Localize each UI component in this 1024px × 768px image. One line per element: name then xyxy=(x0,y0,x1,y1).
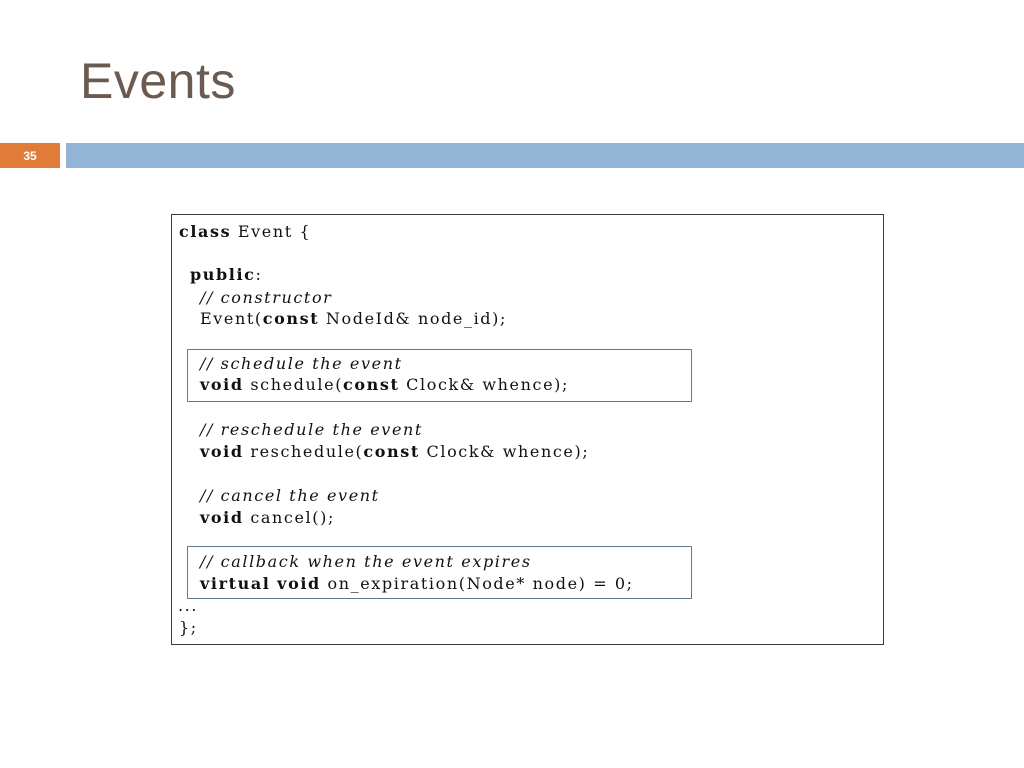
code-text: }; xyxy=(179,618,198,637)
code-keyword: const xyxy=(343,375,400,394)
code-keyword: void xyxy=(200,375,244,394)
code-text: on_expiration(Node* node) = 0; xyxy=(320,574,634,593)
code-keyword: virtual xyxy=(200,574,271,593)
code-text: reschedule( xyxy=(243,442,364,461)
code-line: Event(const NodeId& node_id); xyxy=(200,309,507,329)
code-text: ... xyxy=(178,596,199,615)
code-text: Event( xyxy=(200,309,263,328)
code-line: void cancel(); xyxy=(200,508,335,528)
code-text: Event { xyxy=(231,222,312,241)
code-line: // schedule the event xyxy=(200,354,403,374)
slide-number-badge: 35 xyxy=(0,143,60,168)
code-text: Clock& whence); xyxy=(419,442,590,461)
code-line: void reschedule(const Clock& whence); xyxy=(200,442,589,462)
code-text: cancel(); xyxy=(243,508,335,527)
code-line: void schedule(const Clock& whence); xyxy=(200,375,569,395)
code-line: // constructor xyxy=(200,288,332,308)
code-line: virtual void on_expiration(Node* node) =… xyxy=(200,574,634,594)
code-keyword: public xyxy=(190,265,256,284)
code-keyword: void xyxy=(277,574,321,593)
code-comment: // schedule the event xyxy=(200,354,403,373)
code-line: class Event { xyxy=(179,222,311,242)
code-comment: // cancel the event xyxy=(200,486,380,505)
slide-number: 35 xyxy=(23,148,37,163)
code-comment: // constructor xyxy=(200,288,333,307)
highlight-callback-box xyxy=(187,546,692,599)
code-text: Clock& whence); xyxy=(399,375,569,394)
code-keyword: const xyxy=(262,309,320,328)
code-comment: // callback when the event expires xyxy=(200,552,532,571)
code-text: NodeId& node_id); xyxy=(319,309,507,328)
code-listing: class Event { public: // constructor Eve… xyxy=(171,214,884,645)
slide-title: Events xyxy=(80,53,236,109)
code-line: public: xyxy=(190,265,263,285)
code-keyword: class xyxy=(179,222,232,241)
code-text: schedule( xyxy=(243,375,344,394)
code-line: // callback when the event expires xyxy=(200,552,532,572)
code-text: : xyxy=(255,265,263,284)
code-line: // reschedule the event xyxy=(200,420,423,440)
code-keyword: const xyxy=(363,442,420,461)
highlight-schedule-box xyxy=(187,349,692,402)
code-keyword: void xyxy=(200,508,244,527)
header-bar xyxy=(66,143,1024,168)
code-line: }; xyxy=(179,618,198,638)
code-line: // cancel the event xyxy=(200,486,380,506)
code-keyword: void xyxy=(200,442,244,461)
code-comment: // reschedule the event xyxy=(200,420,423,439)
code-line: ... xyxy=(178,596,198,616)
